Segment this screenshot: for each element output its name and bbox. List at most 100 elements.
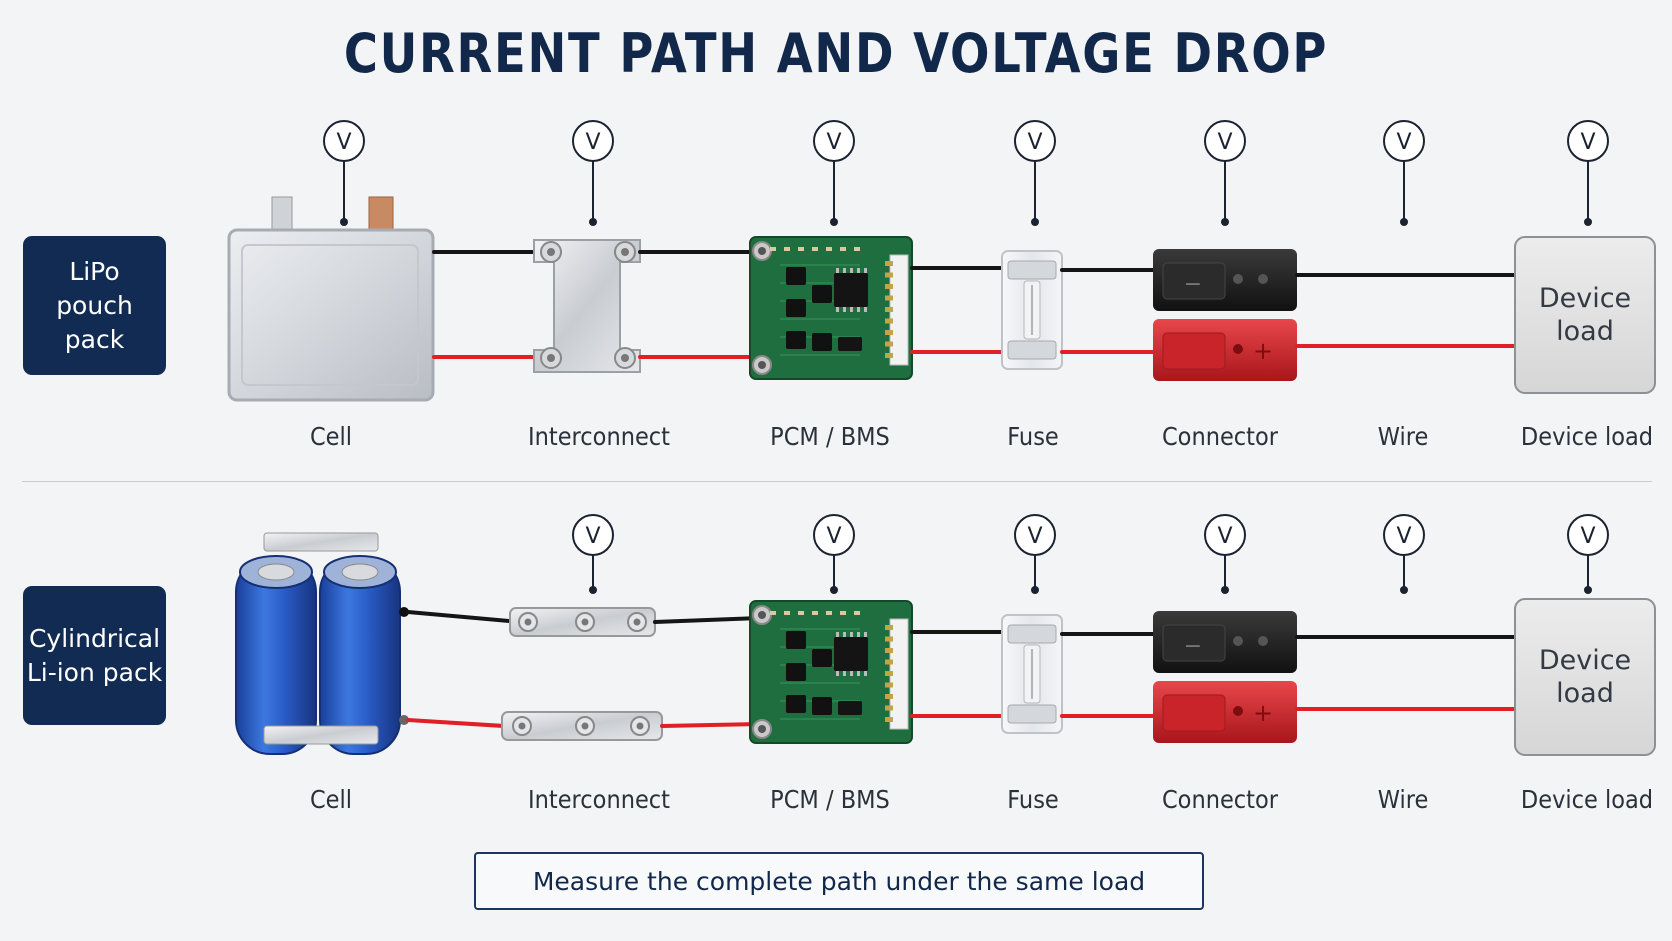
probe-dot (1400, 586, 1408, 594)
smd-component (784, 611, 790, 615)
page-title: CURRENT PATH AND VOLTAGE DROP (343, 22, 1329, 85)
pcb-mount-hole-center (758, 247, 766, 255)
ic-pin (843, 632, 846, 637)
header-pin (885, 625, 893, 630)
footer-note: Measure the complete path under the same… (474, 852, 1204, 910)
connector-pin-hole (1233, 274, 1243, 284)
anderson-connector: −+ (1153, 611, 1297, 743)
smd-component (798, 611, 804, 615)
label-device-load: Device load (1520, 422, 1654, 451)
ic-pin (864, 268, 867, 273)
probe-dot (1584, 218, 1592, 226)
negative-symbol: − (1184, 272, 1202, 297)
header-pin (885, 659, 893, 665)
probe-dot (1031, 586, 1039, 594)
interconnect-bolt-center (524, 618, 532, 626)
fuse-holder (1001, 250, 1063, 370)
smd-component (826, 247, 832, 251)
header-pin (885, 694, 893, 699)
label-connector: Connector (1161, 785, 1279, 814)
nickel-strip (263, 532, 379, 552)
voltmeter-probe: V (1567, 120, 1609, 226)
probe-dot (1221, 218, 1229, 226)
header-pin (885, 705, 893, 711)
interconnect-bolt-center (581, 722, 589, 730)
connector-pin-hole (1233, 344, 1243, 354)
ic-pin (836, 632, 839, 637)
voltmeter-symbol: V (1396, 524, 1411, 549)
voltmeter-probe: V (813, 120, 855, 226)
device-load-frame (1514, 236, 1656, 394)
voltmeter-symbol: V (826, 524, 841, 549)
label-cell: Cell (309, 785, 353, 814)
header-pin (885, 261, 893, 266)
header-pin (885, 682, 893, 688)
voltmeter-symbol: V (826, 130, 841, 155)
voltmeter-icon (1567, 514, 1609, 556)
device-load-text: load (1556, 678, 1614, 709)
ic-pin (864, 307, 867, 312)
fuse-cap (1007, 704, 1057, 724)
voltmeter-icon (813, 120, 855, 162)
fuse-cap (1007, 260, 1057, 280)
positive-symbol: + (1253, 337, 1273, 365)
wire-negative (406, 610, 522, 624)
ic-pin (836, 307, 839, 312)
interconnect-bolt-center (621, 354, 629, 362)
connector-pin-hole (1233, 706, 1243, 716)
device-load-text: Device (1539, 283, 1631, 314)
bms-ic-chip (834, 273, 868, 307)
voltmeter-probe: V (1383, 514, 1425, 594)
smd-component (812, 247, 818, 251)
pcb-mount-hole-center (758, 361, 766, 369)
ic-pin (864, 632, 867, 637)
connector-pin-hole (1233, 636, 1243, 646)
label-fuse: Fuse (1007, 422, 1059, 451)
interconnect-bolt-center (636, 722, 644, 730)
mosfet-chip (812, 697, 832, 715)
probe-dot (1400, 218, 1408, 226)
pack-label-lipo: LiPo pouch pack (23, 236, 166, 375)
interconnect-bolt-center (581, 618, 589, 626)
voltmeter-probe: V (572, 514, 614, 594)
interconnect-bolt-center (621, 248, 629, 256)
anderson-connector: −+ (1153, 249, 1297, 381)
probe-dot (1584, 586, 1592, 594)
mosfet-chip (812, 285, 832, 303)
header-pin (885, 318, 893, 324)
nickel-interconnect (533, 239, 641, 373)
pack-label-cylindrical: Cylindrical Li-ion pack (23, 586, 166, 725)
bms-ic-chip (834, 637, 868, 671)
nickel-interconnect (501, 607, 663, 741)
voltmeter-icon (572, 514, 614, 556)
pcm-bms-board (749, 600, 913, 744)
mosfet-chip (786, 663, 806, 681)
pcb-mount-hole-center (758, 611, 766, 619)
nickel-strip (263, 725, 379, 745)
connector-recess (1162, 624, 1226, 662)
header-pin (885, 284, 893, 289)
header-pin (885, 307, 893, 312)
probe-dot (830, 586, 838, 594)
ic-pin (857, 671, 860, 676)
interconnect-bolt-center (547, 354, 555, 362)
header-pin (885, 353, 893, 358)
row-divider (22, 481, 1652, 482)
small-ic-chip (838, 701, 862, 715)
mosfet-chip (786, 695, 806, 713)
smd-component (770, 611, 776, 615)
ic-pin (836, 268, 839, 273)
header-pin (885, 717, 893, 722)
ic-pin (857, 632, 860, 637)
voltmeter-probe: V (1383, 120, 1425, 226)
voltmeter-symbol: V (1027, 130, 1042, 155)
mosfet-chip (786, 299, 806, 317)
cell-terminal (341, 563, 379, 581)
header-pin (885, 341, 893, 347)
voltmeter-probe: V (813, 514, 855, 594)
interconnect-bolt-center (633, 618, 641, 626)
pcb-mount-hole-center (758, 725, 766, 733)
cylindrical-cells (235, 532, 409, 755)
